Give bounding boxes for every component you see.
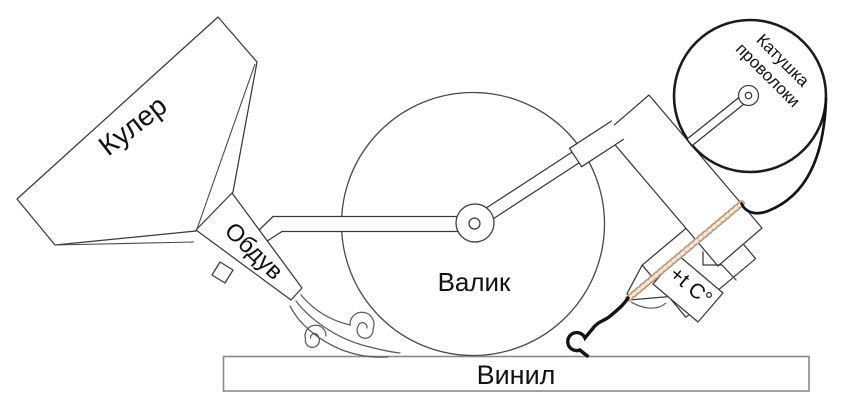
air-line-spiral-right <box>300 294 375 339</box>
extruded-wire <box>566 296 630 358</box>
roller-label: Валик <box>438 267 511 297</box>
cooler-fold-line <box>196 63 256 230</box>
wire-coil-highlight <box>626 201 744 301</box>
spool-rod <box>687 92 751 145</box>
extruder-bracket <box>702 251 737 281</box>
diagonal-arm-connector <box>569 121 624 167</box>
cooler-bottom-edge <box>54 241 195 246</box>
vinyl-bar <box>222 355 810 392</box>
roller-hub-axle <box>468 217 481 230</box>
vinyl-label: Винил <box>477 360 556 390</box>
spool-hub-axle <box>744 91 753 100</box>
nozzle-lip-line <box>630 301 667 309</box>
blower-tab <box>211 261 234 284</box>
diagonal-arm-connector-edges <box>568 120 625 168</box>
air-line-middle <box>295 300 401 354</box>
blower-nozzle <box>195 192 303 301</box>
air-line-lower <box>289 305 389 358</box>
feed-wire <box>740 97 828 215</box>
air-swirl-left <box>304 324 327 348</box>
